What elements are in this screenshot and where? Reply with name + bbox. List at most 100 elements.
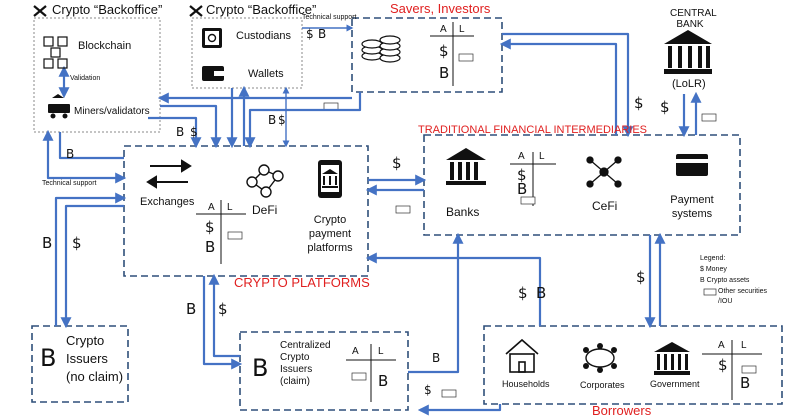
crypto-issuers-line-1: Crypto <box>66 333 105 348</box>
centralized-issuers-box <box>239 331 409 411</box>
centralized-a-label: A <box>352 346 359 357</box>
borrowers-flow-crypto: B <box>536 284 547 302</box>
backoffice-mid-title: Crypto “Backoffice” <box>206 2 317 17</box>
cefi-label: CeFi <box>592 199 618 213</box>
central-bank-lolr: (LoLR) <box>672 78 706 90</box>
centralized-issuers-icon: B <box>252 354 269 382</box>
borrowers-box <box>483 325 783 405</box>
bank-icon <box>446 148 486 185</box>
house-icon <box>505 338 539 373</box>
savers-l-label: L <box>459 24 465 35</box>
backoffice-crypto-symbol: B <box>176 125 185 139</box>
iou-note-borrowers <box>741 365 757 374</box>
arrow-borrowers-crypto <box>365 252 542 326</box>
iou-note-crypto <box>227 231 243 240</box>
crypto-issuers-line-3: (no claim) <box>66 369 124 384</box>
legend-other-2: /IOU <box>718 298 733 305</box>
cb-money-symbol: $ <box>660 98 670 116</box>
legend-money: $ Money <box>700 266 727 273</box>
crypto-crypto-symbol: B <box>205 238 216 256</box>
centralized-flow-money: $ <box>218 300 228 318</box>
arrow-backoffice-crypto-1 <box>58 132 124 160</box>
money-symbol-mid-2: $ <box>278 113 286 127</box>
arrow-backoffice-crypto-2 <box>148 116 202 149</box>
crypto-issuers-icon: B <box>40 344 57 372</box>
safe-icon <box>202 28 222 48</box>
backoffice-left-title: Crypto “Backoffice” <box>52 2 163 17</box>
tfi-title: TRADITIONAL FINANCIAL INTERMEDIARIES <box>418 124 647 136</box>
centralized-line-3: Issuers <box>280 364 313 375</box>
banks-label: Banks <box>446 205 480 219</box>
money-symbol-mid-1: $ <box>306 27 314 41</box>
crypto-tfi-money-symbol: $ <box>392 154 402 172</box>
arrow-crypto-issuers-2 <box>60 204 124 329</box>
crypto-l-label: L <box>227 202 233 213</box>
iou-note-arrow-tfi <box>395 205 411 214</box>
backoffice-mid-box <box>191 17 303 89</box>
phone-bank-icon <box>318 160 342 198</box>
defi-network-icon <box>246 164 284 198</box>
t-account-borrowers <box>702 340 762 400</box>
legend-other-1: Other securities <box>718 288 768 295</box>
iou-note-bottom <box>441 389 457 398</box>
borrowers-a-label: A <box>718 340 725 351</box>
borrowers-title: Borrowers <box>592 403 652 418</box>
tfi-a-label: A <box>518 151 525 162</box>
tech-support-left-label: Technical support <box>42 180 97 187</box>
t-account-crypto-platforms <box>196 200 246 264</box>
iou-note-legend <box>703 288 717 296</box>
central-bank-title-1: CENTRAL <box>670 8 717 19</box>
arrow-savers-cb-top <box>502 32 634 138</box>
centralized-line-1: Centralized <box>280 340 331 351</box>
iou-note-tfi <box>520 196 536 205</box>
centralized-flow-crypto: B <box>186 300 197 318</box>
backoffice-money-symbol: $ <box>190 125 198 139</box>
arrow-crypto-centralized-1 <box>202 276 243 370</box>
tfi-crypto-symbol: B <box>517 180 528 198</box>
arrow-crypto-centralized-2 <box>208 273 240 358</box>
iou-note-savers <box>458 53 474 62</box>
households-label: Households <box>502 379 550 389</box>
miners-label: Miners/validators <box>74 106 150 117</box>
coins-icon <box>361 35 401 63</box>
centralized-tfi-crypto: B <box>432 351 441 365</box>
issuer-money-symbol: $ <box>72 234 82 252</box>
issuer-crypto-symbol: B <box>42 234 53 252</box>
savers-box <box>351 17 503 93</box>
crypto-money-symbol: $ <box>205 218 215 236</box>
government-label: Government <box>650 379 700 389</box>
crypto-symbol-mid-2: B <box>268 113 277 127</box>
arrow-savers-crypto <box>244 92 362 149</box>
wallet-icon <box>202 66 224 81</box>
validation-label: Validation <box>70 75 101 82</box>
arrow-backoffice-techsupport <box>42 129 127 184</box>
crypto-platforms-title: CRYPTO PLATFORMS <box>234 275 370 290</box>
savers-money-symbol: $ <box>439 42 449 60</box>
borrowers-l-label: L <box>741 340 747 351</box>
left-crypto-symbol: B <box>66 147 75 161</box>
tfi-money-symbol: $ <box>517 166 527 184</box>
savers-cb-money-symbol: $ <box>634 94 644 112</box>
arrow-crypto-issuers-1 <box>54 192 127 326</box>
miners-icon <box>48 94 70 119</box>
savers-a-label: A <box>440 24 447 35</box>
bottom-money-symbol: $ <box>424 383 432 397</box>
cpp-line-2: payment <box>308 228 352 240</box>
savers-crypto-symbol: B <box>439 64 450 82</box>
borrowers-money-symbol: $ <box>718 356 728 374</box>
arrow-savers-cb-2 <box>499 38 618 135</box>
centralized-l-label: L <box>378 346 384 357</box>
centralized-line-2: Crypto <box>280 352 310 363</box>
custodians-label: Custodians <box>236 30 292 42</box>
blockchain-icon <box>43 36 68 69</box>
payment-systems-2: systems <box>671 208 713 220</box>
t-account-savers <box>430 22 474 86</box>
central-bank-icon <box>664 30 712 74</box>
cpp-line-1: Crypto <box>313 214 347 226</box>
iou-note-centralized <box>351 372 367 381</box>
centralized-crypto-symbol: B <box>378 372 389 390</box>
arrow-bottom-loop <box>417 404 502 416</box>
cefi-network-icon <box>586 156 622 188</box>
legend-crypto: B Crypto assets <box>700 277 750 284</box>
